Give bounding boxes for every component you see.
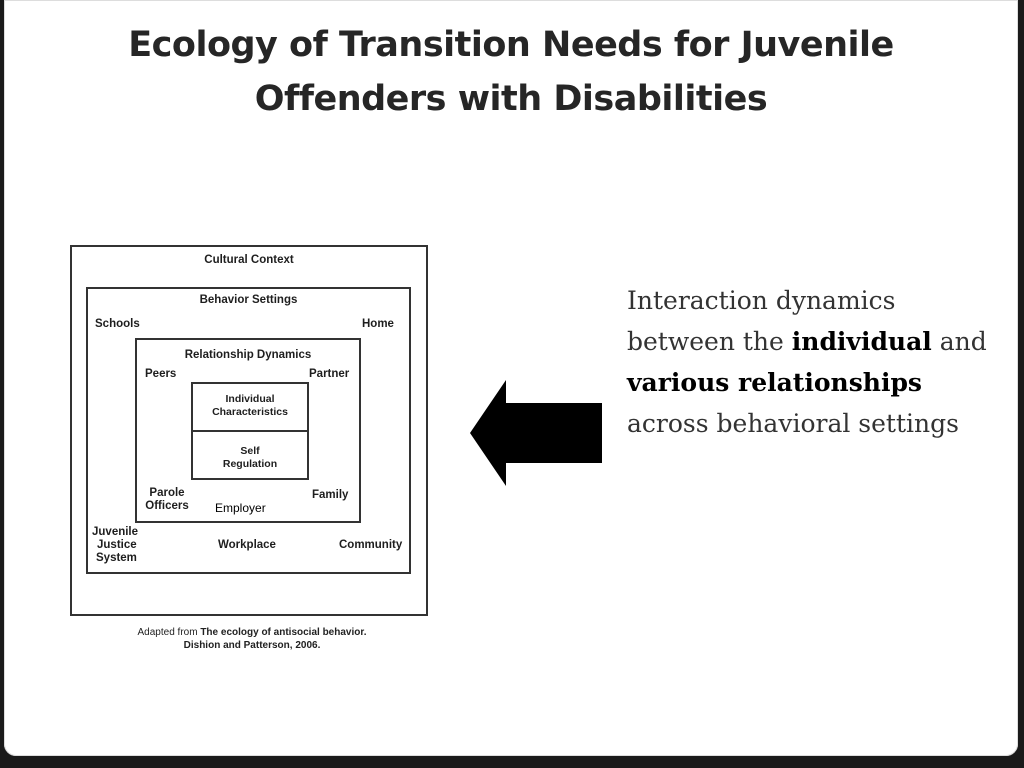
desc-text-2: and: [931, 327, 987, 356]
caption-line-2: Dishion and Patterson, 2006.: [70, 639, 434, 652]
juvenile-justice-system-label: Juvenile Justice System: [92, 526, 138, 565]
desc-bold-individual: individual: [791, 327, 932, 356]
partner-label: Partner: [309, 368, 350, 380]
individual-line-1: Individual: [225, 393, 275, 405]
juvenile-line-1: Juvenile: [92, 526, 139, 538]
caption-source-title: The ecology of antisocial behavior.: [200, 627, 367, 638]
title-line-2: Offenders with Disabilities: [254, 79, 768, 119]
employer-label: Employer: [215, 501, 266, 515]
peers-label: Peers: [145, 368, 177, 380]
individual-characteristics-label: Individual Characteristics: [191, 393, 309, 419]
slide-title: Ecology of Transition Needs for Juvenile…: [4, 18, 1018, 126]
desc-text-3: across behavioral settings: [627, 409, 959, 438]
caption-source-authors: Dishion and Patterson, 2006.: [183, 640, 321, 651]
cultural-context-label: Cultural Context: [204, 254, 294, 266]
description-text: Interaction dynamics between the individ…: [627, 280, 997, 444]
parole-line-2: Officers: [145, 500, 189, 512]
parole-line-1: Parole: [149, 487, 185, 499]
juvenile-line-3: System: [96, 552, 137, 564]
self-regulation-label: Self Regulation: [191, 445, 309, 471]
slide: Ecology of Transition Needs for Juvenile…: [4, 0, 1018, 756]
schools-label: Schools: [95, 318, 140, 330]
home-label: Home: [362, 318, 394, 330]
left-arrow-icon: [470, 380, 602, 486]
juvenile-line-2: Justice: [97, 539, 137, 551]
figure-caption: Adapted from The ecology of antisocial b…: [70, 626, 434, 652]
community-label: Community: [339, 539, 403, 551]
workplace-label: Workplace: [218, 539, 276, 551]
family-label: Family: [312, 489, 349, 501]
caption-line-1: Adapted from The ecology of antisocial b…: [70, 626, 434, 639]
self-line-1: Self: [240, 445, 260, 457]
behavior-settings-box: [86, 287, 411, 574]
behavior-settings-label: Behavior Settings: [199, 294, 298, 306]
parole-officers-label: Parole Officers: [142, 487, 192, 513]
desc-text-1: Interaction dynamics between the: [627, 286, 896, 356]
relationship-dynamics-label: Relationship Dynamics: [184, 349, 312, 361]
self-regulation-box: [191, 430, 309, 480]
cultural-context-box: [70, 245, 428, 616]
desc-bold-relationships: various relationships: [627, 368, 922, 397]
title-line-1: Ecology of Transition Needs for Juvenile: [128, 25, 894, 65]
caption-prefix: Adapted from: [137, 627, 201, 638]
self-line-2: Regulation: [222, 458, 278, 470]
relationship-dynamics-box: [135, 338, 361, 523]
individual-line-2: Characteristics: [212, 406, 288, 418]
